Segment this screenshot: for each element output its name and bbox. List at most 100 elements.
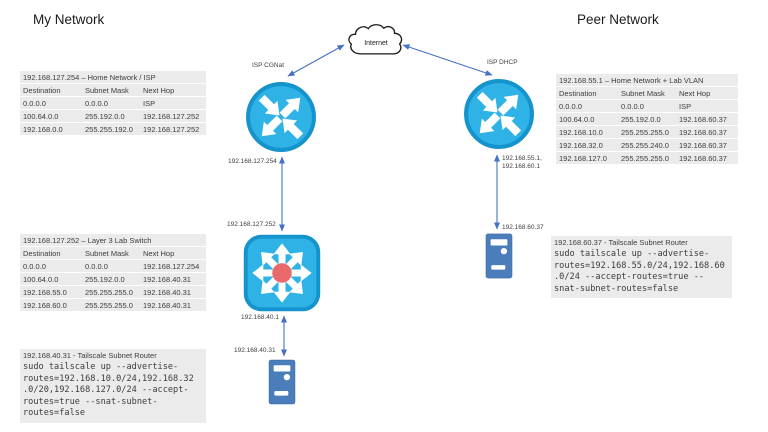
table-cell: 255.255.192.0 (85, 124, 133, 134)
table-cell: Destination (23, 85, 61, 95)
table-cell: 100.64.0.0 (23, 274, 59, 284)
table-cell: 0.0.0.0 (23, 98, 46, 108)
table-cell: 100.64.0.0 (23, 111, 59, 121)
table-cell: 192.168.10.0 (559, 127, 603, 137)
table-cell: 192.168.127.0 (559, 153, 607, 163)
table-cell: Destination (559, 88, 597, 98)
table-cell: 192.168.60.37 (679, 140, 727, 150)
switch-lan-ip: 192.168.40.1 (241, 314, 279, 321)
table-row: 192.168.127.0 255.255.255.0 192.168.60.37 (556, 152, 738, 165)
switch-center-dot (272, 263, 292, 283)
table-title: 192.168.127.254 – Home Network / ISP (20, 71, 206, 84)
server-icon (268, 359, 296, 405)
table-cell: 192.168.40.31 (143, 274, 191, 284)
server-right-ip: 192.168.60.37 (502, 224, 544, 231)
my-network-title: My Network (33, 12, 105, 27)
table-cell: 100.64.0.0 (559, 114, 595, 124)
table-row: 0.0.0.0 0.0.0.0 ISP (556, 100, 738, 113)
table-title: 192.168.55.1 – Home Network + Lab VLAN (556, 74, 738, 87)
code-title: 192.168.40.31 - Tailscale Subnet Router (23, 351, 157, 360)
table-cell: 192.168.127.252 (143, 124, 200, 134)
server-right (485, 232, 513, 280)
table-cell: ISP (679, 101, 692, 111)
peer-network-title: Peer Network (577, 12, 659, 27)
table-row: 100.64.0.0 255.192.0.0 192.168.127.252 (20, 110, 206, 123)
router-isp-dhcp (462, 77, 536, 151)
table-cell: 192.168.60.0 (23, 300, 67, 310)
table-cell: 0.0.0.0 (85, 98, 108, 108)
router-left-wan-ip: 192.168.127.254 (228, 158, 277, 165)
table-title: 192.168.127.252 – Layer 3 Lab Switch (20, 234, 206, 247)
table-row: 100.64.0.0 255.192.0.0 192.168.60.37 (556, 113, 738, 126)
table-cell: 192.168.55.0 (23, 287, 67, 297)
table-row: 192.168.55.0 255.255.255.0 192.168.40.31 (20, 286, 206, 299)
table-cell: Next Hop (679, 88, 711, 98)
switch-uplink-ip: 192.168.127.252 (227, 221, 276, 228)
table-header-row: Destination Subnet Mask Next Hop (20, 84, 206, 97)
table-row: 192.168.32.0 255.255.240.0 192.168.60.37 (556, 139, 738, 152)
routing-table-home-isp: 192.168.127.254 – Home Network / ISP Des… (20, 71, 206, 136)
routing-table-lab-switch: 192.168.127.252 – Layer 3 Lab Switch Des… (20, 234, 206, 312)
table-cell: Subnet Mask (621, 88, 665, 98)
table-cell: 0.0.0.0 (559, 101, 582, 111)
layer3-switch (243, 234, 321, 312)
code-title: 192.168.60.37 - Tailscale Subnet Router (554, 238, 688, 247)
table-cell: 0.0.0.0 (621, 101, 644, 111)
tailscale-command: sudo tailscale up --advertise- routes=19… (554, 249, 725, 294)
table-cell: Subnet Mask (85, 248, 129, 258)
table-cell: 0.0.0.0 (23, 261, 46, 271)
tailscale-config-left: 192.168.40.31 - Tailscale Subnet Router … (20, 349, 206, 423)
router-icon (246, 82, 316, 152)
isp-cgnat-label: ISP CGNat (252, 62, 285, 69)
table-cell: 192.168.60.37 (679, 153, 727, 163)
internet-cloud: Internet (344, 22, 408, 59)
table-cell: 255.255.255.0 (621, 153, 669, 163)
table-row: 0.0.0.0 0.0.0.0 192.168.127.254 (20, 260, 206, 273)
table-cell: 255.192.0.0 (621, 114, 661, 124)
router-icon (464, 79, 534, 149)
table-cell: 192.168.60.37 (679, 114, 727, 124)
router-right-lan-ips: 192.168.55.1, 192.168.60.1 (502, 155, 542, 170)
table-cell: 192.168.127.254 (143, 261, 200, 271)
tailscale-config-right: 192.168.60.37 - Tailscale Subnet Router … (551, 236, 732, 298)
router-isp-cgnat (244, 80, 318, 154)
link-router-left-internet (287, 44, 345, 77)
table-row: 192.168.10.0 255.255.255.0 192.168.60.37 (556, 126, 738, 139)
table-cell: 192.168.40.31 (143, 287, 191, 297)
table-cell: 192.168.127.252 (143, 111, 200, 121)
table-cell: 255.192.0.0 (85, 111, 125, 121)
table-header-row: Destination Subnet Mask Next Hop (556, 87, 738, 100)
link-internet-router-right (402, 44, 493, 76)
table-cell: Subnet Mask (85, 85, 129, 95)
table-cell: 255.255.255.0 (85, 287, 133, 297)
table-header-row: Destination Subnet Mask Next Hop (20, 247, 206, 260)
tailscale-command: sudo tailscale up --advertise- routes=19… (23, 362, 194, 418)
table-cell: Destination (23, 248, 61, 258)
table-cell: ISP (143, 98, 156, 108)
routing-table-peer-home: 192.168.55.1 – Home Network + Lab VLAN D… (556, 74, 738, 165)
table-row: 192.168.0.0 255.255.192.0 192.168.127.252 (20, 123, 206, 136)
server-left (268, 359, 296, 405)
server-left-ip: 192.168.40.31 (234, 347, 276, 354)
table-cell: 0.0.0.0 (85, 261, 108, 271)
table-cell: 192.168.60.37 (679, 127, 727, 137)
table-cell: 255.255.255.0 (85, 300, 133, 310)
table-cell: 255.255.240.0 (621, 140, 669, 150)
cloud-label: Internet (364, 40, 388, 47)
table-cell: 255.255.255.0 (621, 127, 669, 137)
table-cell: 192.168.0.0 (23, 124, 63, 134)
cloud-icon: Internet (348, 24, 403, 55)
table-cell: Next Hop (143, 85, 175, 95)
table-cell: 192.168.32.0 (559, 140, 603, 150)
isp-dhcp-label: ISP DHCP (487, 59, 518, 66)
server-icon (485, 233, 513, 279)
switch-icon (243, 234, 321, 312)
table-cell: Next Hop (143, 248, 175, 258)
table-row: 0.0.0.0 0.0.0.0 ISP (20, 97, 206, 110)
